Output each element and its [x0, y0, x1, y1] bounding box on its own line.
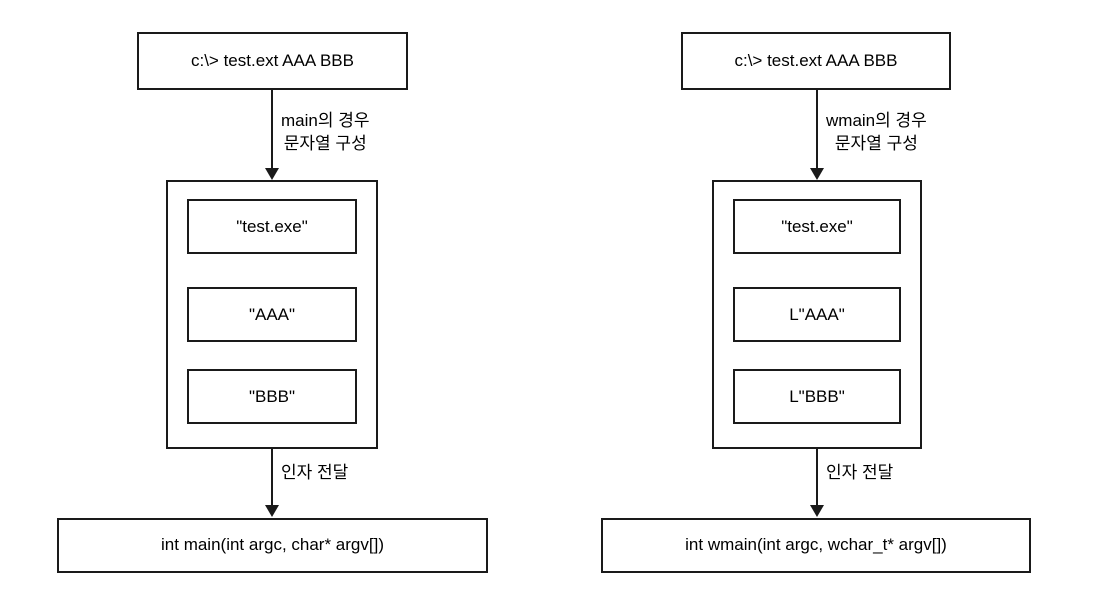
argv-item-wmain-2-label: L"BBB": [789, 386, 845, 406]
arrow-line-main-bottom: [271, 449, 273, 507]
signature-box-main: int main(int argc, char* argv[]): [57, 518, 488, 573]
edge-label-main-bottom-line1: 인자 전달: [281, 463, 349, 482]
signature-box-wmain-label: int wmain(int argc, wchar_t* argv[]): [685, 535, 947, 555]
edge-label-wmain-top: wmain의 경우 문자열 구성: [826, 110, 927, 156]
argv-item-main-1-label: "AAA": [248, 304, 296, 324]
arrow-head-wmain-bottom: [810, 505, 824, 517]
argv-item-wmain-1-label: L"AAA": [789, 304, 845, 324]
edge-label-main-top: main의 경우 문자열 구성: [281, 110, 370, 156]
argv-item-main-0: "test.exe": [187, 199, 357, 254]
arrow-head-main-bottom: [265, 505, 279, 517]
argv-item-main-1: "AAA": [187, 287, 357, 342]
argv-item-wmain-0-label: "test.exe": [781, 216, 853, 236]
signature-box-wmain: int wmain(int argc, wchar_t* argv[]): [601, 518, 1031, 573]
edge-label-wmain-bottom-line1: 인자 전달: [826, 463, 894, 482]
command-box-main-label: c:\> test.ext AAA BBB: [190, 50, 354, 70]
arrow-head-main-top: [265, 168, 279, 180]
argv-item-wmain-0: "test.exe": [733, 199, 901, 254]
argv-item-main-2-label: "BBB": [248, 386, 296, 406]
command-box-wmain-label: c:\> test.ext AAA BBB: [734, 50, 898, 70]
command-box-main: c:\> test.ext AAA BBB: [137, 32, 408, 90]
signature-box-main-label: int main(int argc, char* argv[]): [161, 535, 384, 555]
arrow-head-wmain-top: [810, 168, 824, 180]
argv-item-wmain-1: L"AAA": [733, 287, 901, 342]
edge-label-main-bottom: 인자 전달: [281, 462, 348, 485]
argv-item-main-0-label: "test.exe": [236, 216, 308, 236]
edge-label-main-top-line1: main의 경우: [281, 111, 370, 130]
edge-label-wmain-top-line1: wmain의 경우: [826, 111, 927, 130]
command-box-wmain: c:\> test.ext AAA BBB: [681, 32, 951, 90]
edge-label-main-top-line2: 문자열 구성: [283, 133, 367, 153]
argv-item-wmain-2: L"BBB": [733, 369, 901, 424]
edge-label-wmain-bottom: 인자 전달: [826, 462, 893, 485]
arrow-line-wmain-top: [816, 90, 818, 170]
arrow-line-main-top: [271, 90, 273, 170]
argv-item-main-2: "BBB": [187, 369, 357, 424]
edge-label-wmain-top-line2: 문자열 구성: [834, 133, 918, 153]
arrow-line-wmain-bottom: [816, 449, 818, 507]
